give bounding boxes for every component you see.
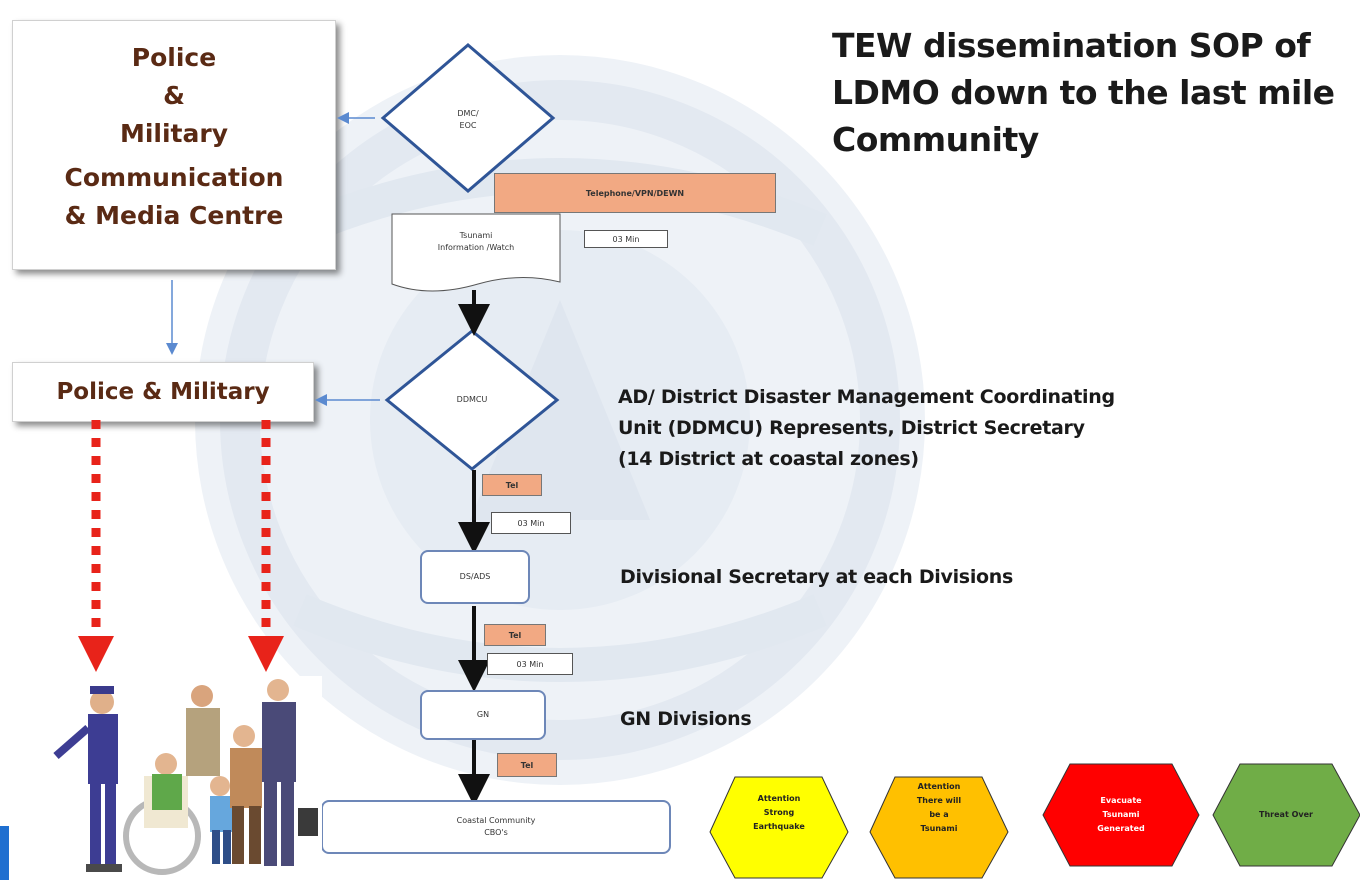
tel-label-2: Tel [484, 624, 546, 646]
time-label-3: 03 Min [487, 653, 573, 675]
title-line-3: Community [832, 120, 1039, 159]
dsds-description: Divisional Secretary at each Divisions [620, 566, 1014, 588]
diagram-title: TEW dissemination SOP of LDMO down to th… [832, 22, 1352, 163]
box-line-police: Police [131, 43, 217, 72]
alert-label-1: Attention Strong Earthquake [753, 794, 805, 831]
dsds-label: DS/ADS [459, 572, 491, 581]
tel-label-3: Tel [497, 753, 557, 777]
alert-hex-3 [1042, 763, 1200, 867]
time-label-3-text: 03 Min [516, 659, 544, 669]
police-military-label: Police & Military [56, 379, 270, 405]
watch-document-shape [391, 213, 561, 292]
alert-label-2: Attention There will be a Tsunami [916, 782, 962, 833]
gn-box: GN [420, 690, 546, 740]
tel-label-1-text: Tel [505, 480, 519, 490]
alert-label-4: Threat Over [1259, 810, 1313, 819]
tel-label-3-text: Tel [520, 760, 534, 770]
coastal-label: Coastal Community CBO's [456, 816, 536, 837]
box-line-media-centre: & Media Centre [64, 201, 284, 230]
watch-label: Tsunami Information /Watch [437, 231, 515, 252]
box-line-communication: Communication [64, 163, 284, 192]
police-military-box: Police & Military [12, 362, 314, 422]
ddmcu-diamond [384, 329, 560, 471]
red-arrowhead-right [248, 636, 284, 672]
dmc-diamond [380, 43, 556, 193]
tel-label-2-text: Tel [508, 630, 522, 640]
title-line-2: LDMO down to the last mile [832, 73, 1335, 112]
accent-bar [0, 826, 9, 880]
alert-hex-1 [709, 776, 849, 879]
time-label-1-text: 03 Min [612, 234, 640, 244]
dmc-label: DMC/ EOC [457, 109, 479, 130]
ddmcu-desc-line-2: Unit (DDMCU) Represents, District Secret… [618, 417, 1085, 439]
time-label-2: 03 Min [491, 512, 571, 534]
time-label-2-text: 03 Min [517, 518, 545, 528]
title-line-1: TEW dissemination SOP of [832, 26, 1311, 65]
channel-label-box: Telephone/VPN/DEWN [494, 173, 776, 213]
alert-label-3: Evacuate Tsunami Generated [1097, 796, 1145, 833]
gn-description: GN Divisions [620, 708, 752, 730]
ddmcu-desc-line-3: (14 District at coastal zones) [618, 448, 919, 470]
box-line-military: Military [119, 119, 229, 148]
ddmcu-desc-line-1: AD/ District Disaster Management Coordin… [618, 386, 1115, 408]
ddmcu-description: AD/ District Disaster Management Coordin… [618, 382, 1115, 475]
ddmcu-label: DDMCU [456, 395, 488, 404]
gn-label: GN [476, 710, 490, 719]
red-arrowhead-left [78, 636, 114, 672]
tel-label-1: Tel [482, 474, 542, 496]
channel-label: Telephone/VPN/DEWN [585, 188, 685, 198]
coastal-community-box: Coastal Community CBO's [321, 800, 671, 854]
people-illustration [52, 676, 322, 880]
box-line-ampersand: & [163, 81, 185, 110]
alert-hex-2 [869, 776, 1009, 879]
alert-hex-4 [1212, 763, 1360, 867]
dsds-box: DS/ADS [420, 550, 530, 604]
police-military-media-centre-box: Police & Military Communication & Media … [12, 20, 336, 270]
time-label-1: 03 Min [584, 230, 668, 248]
